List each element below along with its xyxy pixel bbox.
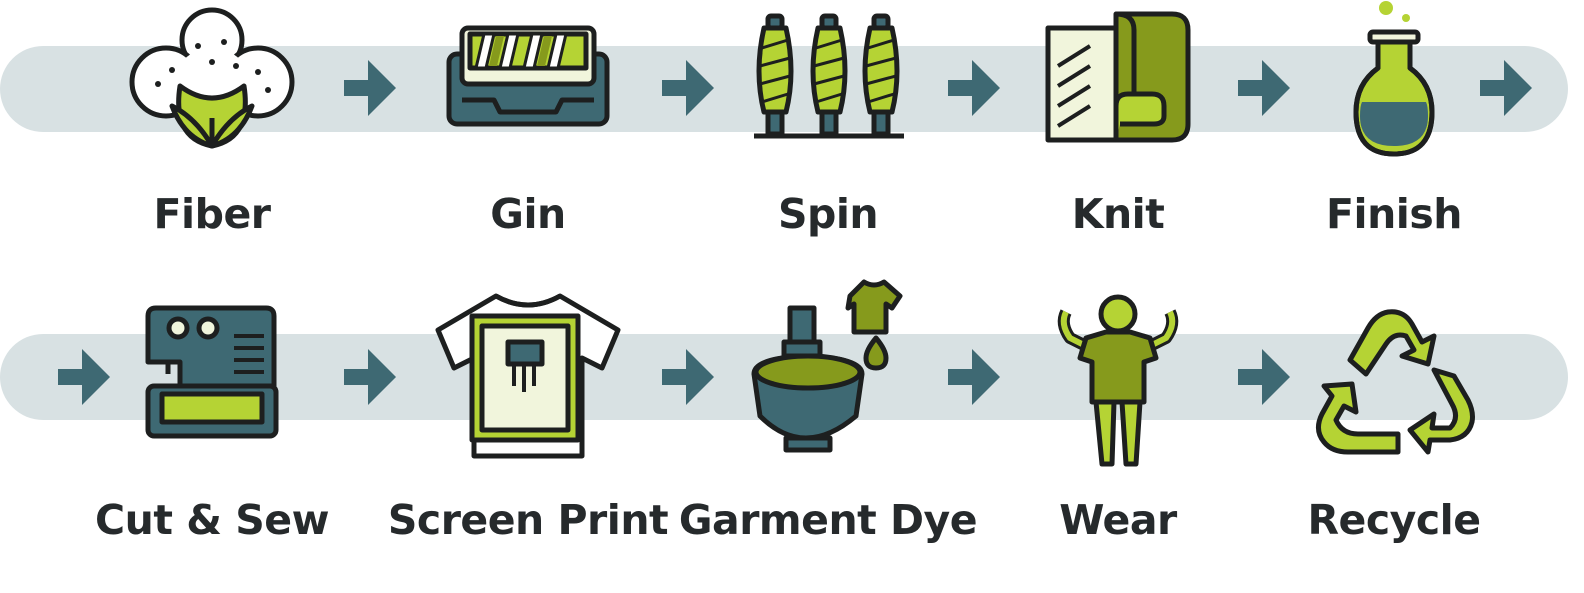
flow-arrow-icon xyxy=(1236,347,1292,407)
dye-vat-icon xyxy=(751,279,903,453)
flow-arrow-icon xyxy=(1478,58,1534,118)
flow-arrow-icon xyxy=(56,347,112,407)
sewing-machine-icon xyxy=(145,305,279,439)
step-label: Knit xyxy=(1071,190,1165,238)
flow-arrow-icon xyxy=(342,58,398,118)
flow-arrow-icon xyxy=(1236,58,1292,118)
step-label: Wear xyxy=(1059,496,1177,544)
cotton-gin-icon xyxy=(446,25,610,127)
yarn-spools-icon xyxy=(754,13,904,139)
flow-arrow-icon xyxy=(946,58,1002,118)
recycle-icon xyxy=(1316,309,1475,455)
cotton-boll-icon xyxy=(129,7,295,149)
flow-arrow-icon xyxy=(342,347,398,407)
flow-arrow-icon xyxy=(660,58,716,118)
step-label: Recycle xyxy=(1307,496,1481,544)
screen-printed-tshirt-icon xyxy=(435,293,621,459)
step-label: Garment Dye xyxy=(678,496,978,544)
step-label: Spin xyxy=(777,190,879,238)
step-label: Cut & Sew xyxy=(95,496,329,544)
step-label: Gin xyxy=(490,190,566,238)
step-label: Fiber xyxy=(153,190,271,238)
fabric-roll-icon xyxy=(1045,11,1191,143)
step-label: Finish xyxy=(1326,190,1462,238)
flow-arrow-icon xyxy=(946,347,1002,407)
chemical-flask-icon xyxy=(1353,1,1435,157)
step-label: Screen Print xyxy=(387,496,669,544)
person-wearing-shirt-icon xyxy=(1057,294,1179,467)
flow-arrow-icon xyxy=(660,347,716,407)
